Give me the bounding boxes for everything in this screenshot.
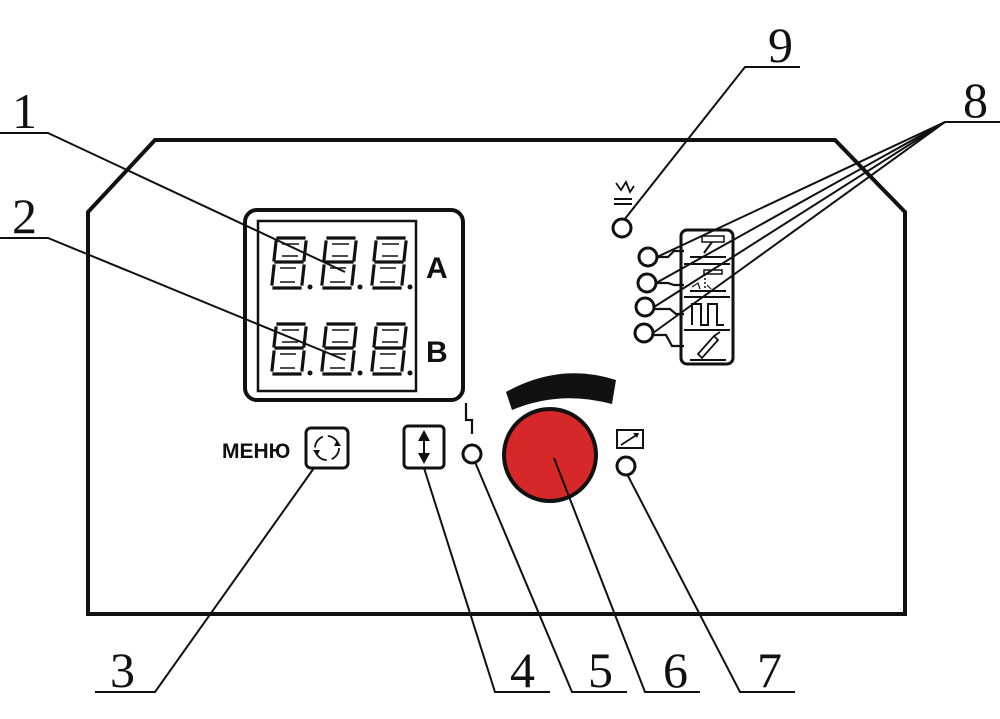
callout-2: 2 xyxy=(12,188,37,244)
fault-indicator-led xyxy=(461,443,483,465)
knob-scale-arc xyxy=(506,373,616,410)
pulse-icon xyxy=(691,303,724,326)
leader-8c xyxy=(653,121,946,308)
callout-5: 5 xyxy=(588,642,613,698)
leader-8d xyxy=(652,121,946,334)
mode-selector xyxy=(633,228,735,366)
leader-7 xyxy=(626,473,795,693)
display-b: B xyxy=(270,322,448,376)
ramp-icon xyxy=(616,429,644,449)
digit-b3 xyxy=(370,322,413,376)
mma-icon xyxy=(690,235,726,258)
display-a: A xyxy=(270,236,448,290)
callout-8: 8 xyxy=(963,72,988,128)
mode-led-1 xyxy=(637,246,684,268)
rotate-arrows-icon xyxy=(313,435,341,461)
leader-9 xyxy=(623,66,800,221)
callout-1: 1 xyxy=(12,83,37,139)
leader-6 xyxy=(553,457,700,693)
callout-6: 6 xyxy=(663,642,688,698)
callout-9: 9 xyxy=(768,17,793,73)
display-module: A B xyxy=(243,208,465,402)
leader-8b xyxy=(655,121,946,284)
digit-a2 xyxy=(320,236,363,290)
leader-1 xyxy=(0,132,346,273)
leader-4 xyxy=(423,467,550,693)
leader-3 xyxy=(95,467,315,693)
mode-led-3 xyxy=(634,296,684,318)
digit-a3 xyxy=(370,236,413,290)
menu-button[interactable] xyxy=(304,426,350,470)
leader-2 xyxy=(0,237,346,361)
panel-outline xyxy=(86,138,907,616)
callout-3: 3 xyxy=(110,642,135,698)
mode-led-2 xyxy=(636,272,684,294)
callout-4: 4 xyxy=(510,642,535,698)
current-adjust-knob[interactable] xyxy=(502,407,598,503)
callout-7: 7 xyxy=(757,642,782,698)
torch-icon xyxy=(690,331,726,361)
display-a-unit-label: A xyxy=(426,252,448,285)
remote-indicator-led xyxy=(611,217,633,239)
digit-b2 xyxy=(320,322,363,376)
spark-icon xyxy=(614,180,635,205)
leader-lines xyxy=(0,66,1000,693)
lightning-icon xyxy=(464,403,474,434)
display-b-unit-label: B xyxy=(426,336,448,369)
menu-label: МЕНЮ xyxy=(222,440,290,463)
select-button[interactable] xyxy=(402,424,446,470)
leader-5 xyxy=(474,461,627,693)
hot-start-indicator-led xyxy=(615,455,637,477)
up-down-arrows-icon xyxy=(418,430,430,464)
digit-b1 xyxy=(270,322,313,376)
digit-a1 xyxy=(270,236,313,290)
